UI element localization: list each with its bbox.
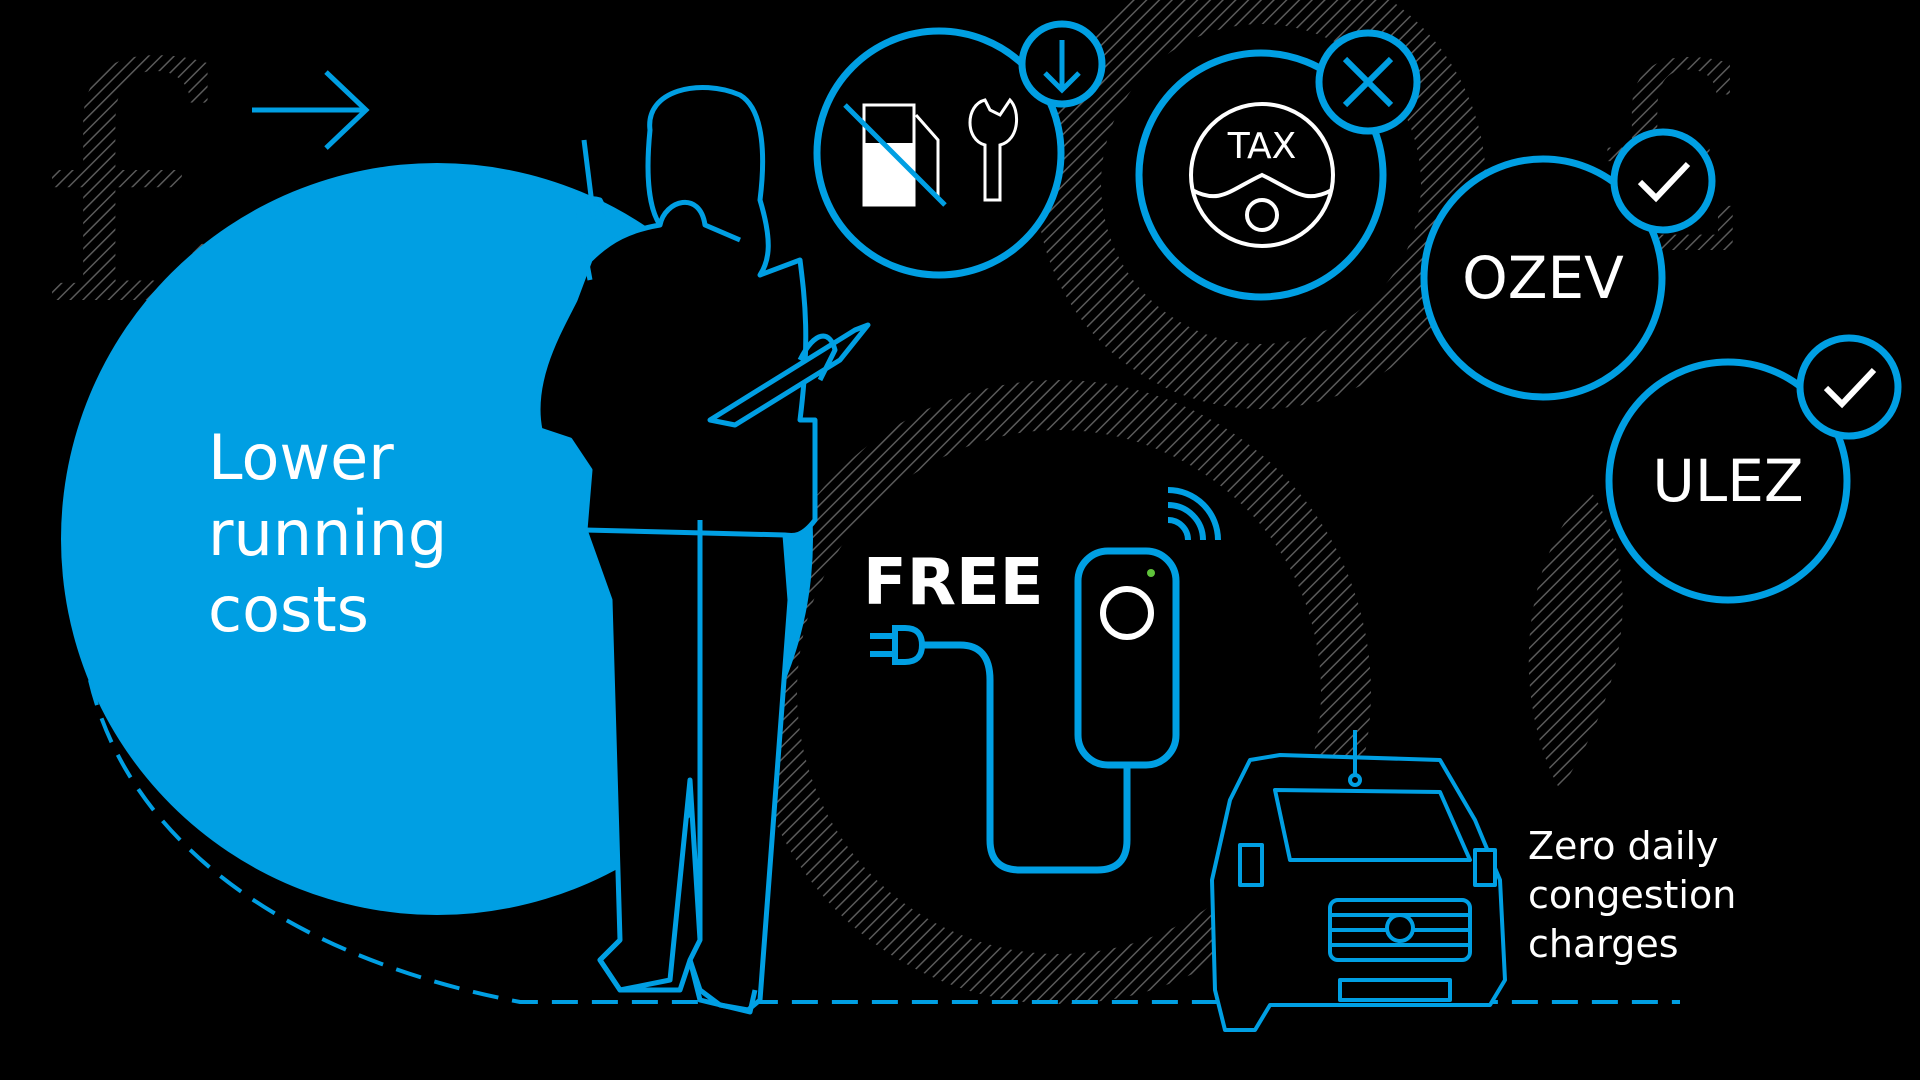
- tax-disc-icon: [1189, 102, 1335, 248]
- ozev-badge: OZEV: [1420, 128, 1716, 401]
- free-label: FREE: [863, 546, 1043, 620]
- down-arrow-icon: [1043, 40, 1081, 94]
- congestion-caption: Zero daily congestion charges: [1528, 822, 1736, 969]
- charger-unit-icon: [1074, 547, 1180, 769]
- dashed-ground-line: [88, 679, 1680, 1004]
- headline: Lower running costs: [208, 420, 447, 648]
- status-led: [1147, 569, 1155, 577]
- ulez-label: ULEZ: [1652, 447, 1803, 515]
- headline-line: costs: [208, 573, 369, 646]
- woman-with-tablet-figure: [535, 85, 871, 1015]
- headline-line: Lower: [208, 421, 394, 494]
- caption-line: charges: [1528, 922, 1679, 966]
- ulez-badge: ULEZ: [1605, 334, 1902, 604]
- wifi-icon: [1167, 487, 1221, 541]
- headline-line: running: [208, 497, 448, 570]
- wrench-icon: [968, 97, 1019, 202]
- tax-badge: TAX: [1135, 29, 1421, 301]
- van-badge-logo: [1385, 913, 1415, 943]
- charging-cable: [920, 641, 1131, 874]
- check-badge: [1610, 128, 1716, 234]
- check-icon: [1823, 367, 1877, 409]
- caption-line: Zero daily: [1528, 824, 1719, 868]
- leaf-shape: [1528, 490, 1623, 790]
- caption-line: congestion: [1528, 873, 1737, 917]
- right-arrow-icon: [252, 70, 370, 150]
- plug-icon: [870, 625, 926, 665]
- check-icon: [1637, 161, 1691, 203]
- cross-icon: [1342, 56, 1394, 108]
- ev-charger: FREE: [863, 487, 1221, 874]
- ozev-label: OZEV: [1462, 244, 1624, 312]
- electric-van: [1210, 730, 1507, 1032]
- fuel-maintenance-badge: [813, 20, 1106, 279]
- check-badge: [1796, 334, 1902, 440]
- tax-label: TAX: [1227, 126, 1296, 167]
- fuel-pump-icon: [843, 103, 947, 207]
